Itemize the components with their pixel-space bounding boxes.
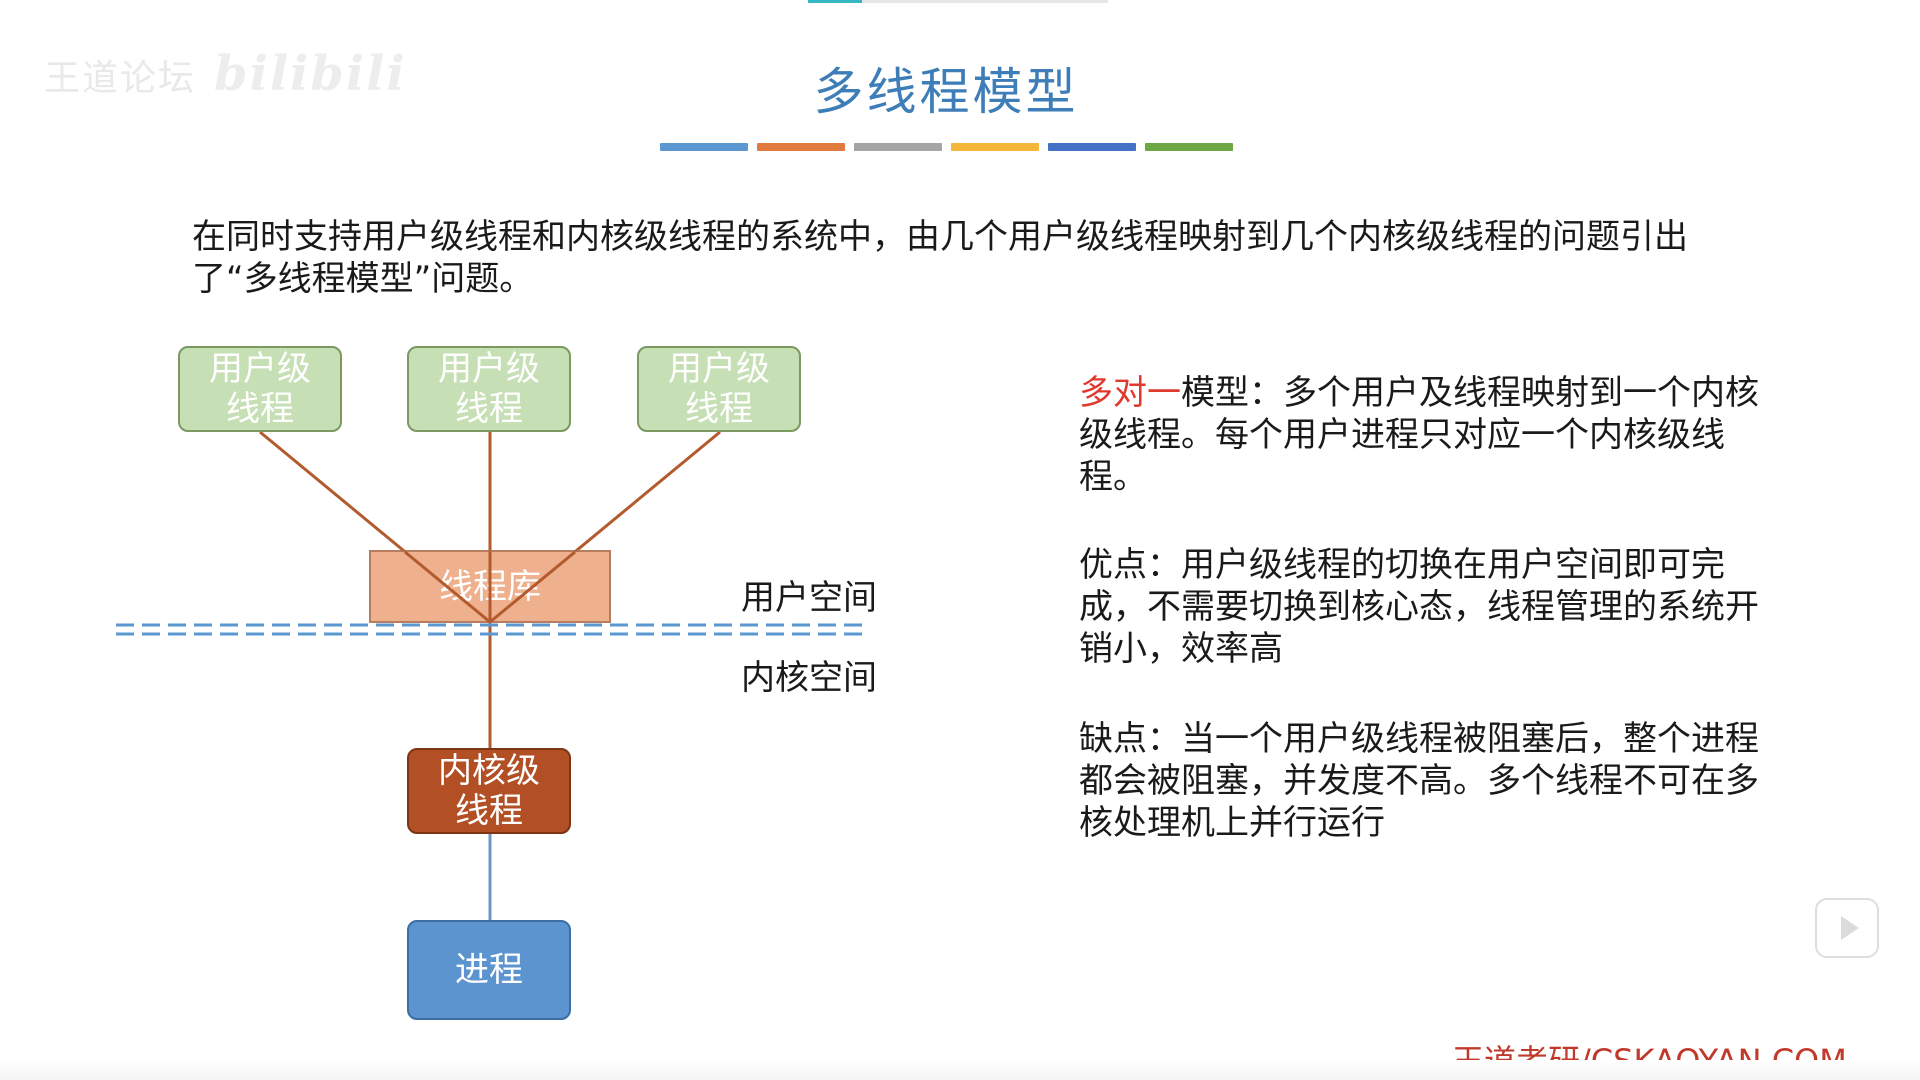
- process-label: 进程: [455, 950, 523, 990]
- disadvantages-text: 缺点：当一个用户级线程被阻塞后，整个进程都会被阻塞，并发度不高。多个线程不可在多…: [1079, 719, 1759, 843]
- bottom-shade: [0, 1060, 1920, 1080]
- slide-title: 多线程模型: [813, 63, 1079, 121]
- connector-line: [489, 550, 576, 624]
- color-bar-segment: [951, 143, 1039, 151]
- model-description: 多对一模型：多个用户及线程映射到一个内核级线程。每个用户进程只对应一个内核级线程…: [1079, 372, 1779, 498]
- video-progress-track[interactable]: [808, 0, 1108, 3]
- advantages-text: 优点：用户级线程的切换在用户空间即可完成，不需要切换到核心态，线程管理的系统开销…: [1079, 545, 1759, 669]
- model-name: 多对一: [1079, 373, 1181, 413]
- user-space-label: 用户空间: [741, 578, 877, 618]
- color-bar-segment: [757, 143, 845, 151]
- video-progress-fill: [808, 0, 862, 3]
- user-thread-label: 用户级 线程: [209, 349, 311, 429]
- user-thread-label: 用户级 线程: [438, 349, 540, 429]
- bilibili-logo: bilibili: [214, 46, 407, 102]
- color-bar-segment: [854, 143, 942, 151]
- watermark-text: 王道论坛: [44, 58, 197, 99]
- kernel-space-label: 内核空间: [741, 658, 877, 698]
- watermark: 王道论坛 bilibili: [44, 46, 407, 102]
- process-node: 进程: [407, 920, 571, 1020]
- user-thread-label: 用户级 线程: [668, 349, 770, 429]
- connector-line: [404, 550, 491, 624]
- user-thread-node: 用户级 线程: [407, 346, 571, 432]
- play-button[interactable]: [1815, 898, 1879, 958]
- kernel-thread-node: 内核级 线程: [407, 748, 571, 834]
- color-bar-segment: [660, 143, 748, 151]
- intro-paragraph: 在同时支持用户级线程和内核级线程的系统中，由几个用户级线程映射到几个内核级线程的…: [192, 217, 1688, 299]
- color-bar-segment: [1145, 143, 1233, 151]
- kernel-thread-label: 内核级 线程: [438, 751, 540, 831]
- user-thread-node: 用户级 线程: [178, 346, 342, 432]
- model-description-text: 模型：多个用户及线程映射到一个内核级线程。每个用户进程只对应一个内核级线程。: [1079, 373, 1759, 497]
- color-bar-segment: [1048, 143, 1136, 151]
- user-thread-node: 用户级 线程: [637, 346, 801, 432]
